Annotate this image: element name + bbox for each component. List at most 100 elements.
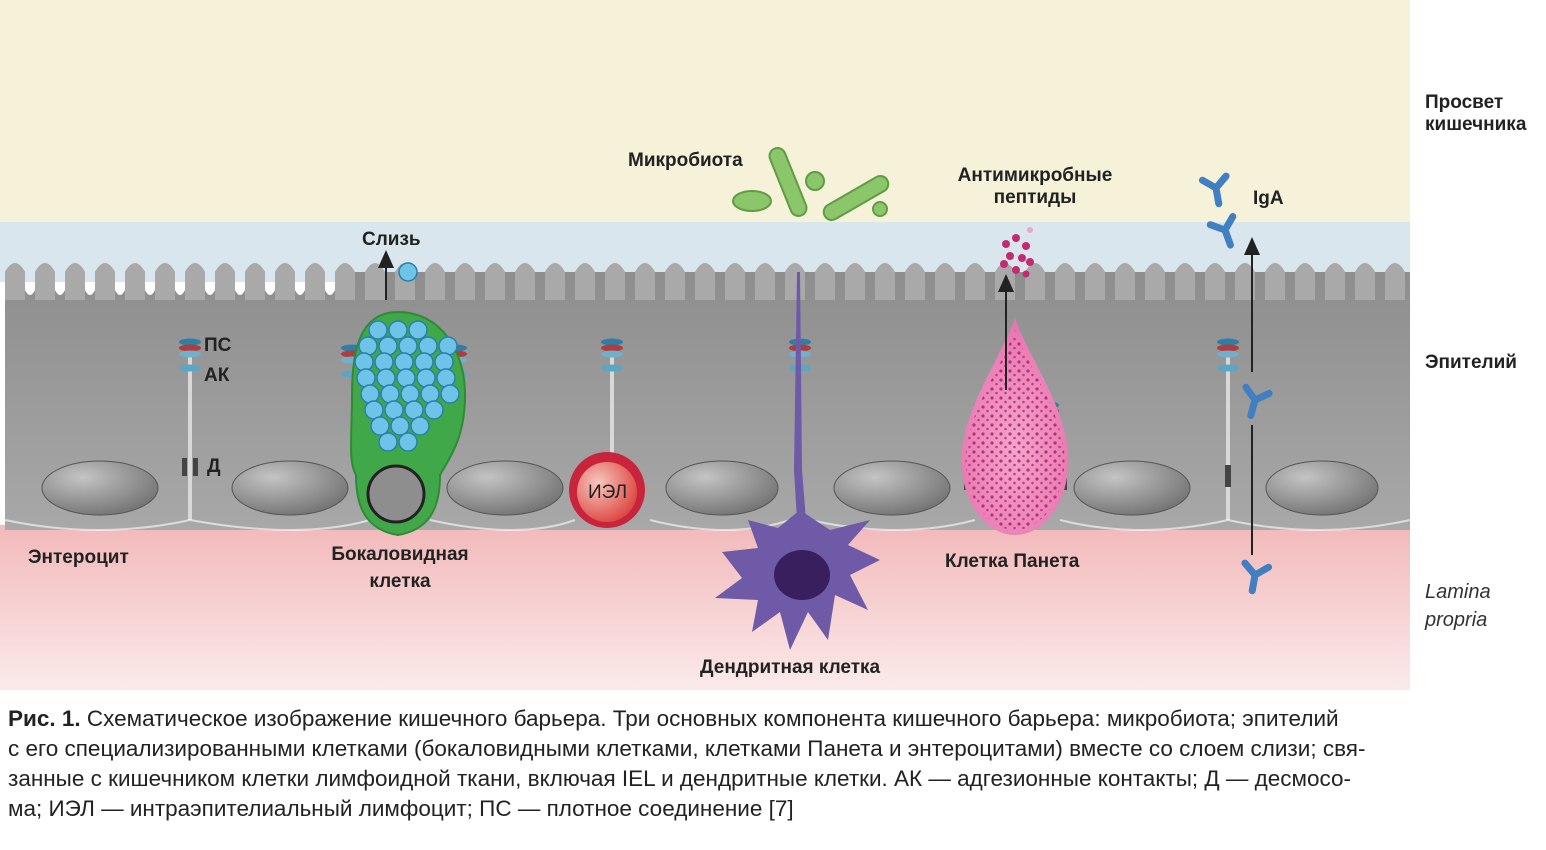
microvillus: [1355, 263, 1375, 300]
enterocyte-nucleus: [41, 460, 159, 516]
lamina-propria-layer: [0, 525, 1410, 690]
mucin-granule: [374, 352, 394, 372]
mucin-granule: [354, 352, 374, 372]
microvillus: [215, 263, 235, 300]
microvillus: [1265, 263, 1285, 300]
mucin-granule: [370, 416, 390, 436]
microvillus: [665, 263, 685, 300]
microvillus: [875, 263, 895, 300]
enterocyte-nucleus: [446, 460, 564, 516]
caption-line: с его специализированными клетками (бока…: [8, 736, 1366, 761]
label-paneth-cell: Клетка Панета: [945, 551, 1080, 572]
mucin-granule: [410, 416, 430, 436]
microvillus: [935, 263, 955, 300]
microvillus: [965, 263, 985, 300]
intestinal-barrier-diagram: [0, 0, 1411, 690]
mucin-granule: [398, 432, 418, 452]
microvillus: [485, 263, 505, 300]
microvillus: [845, 263, 865, 300]
microvillus: [35, 263, 55, 300]
microvillus: [155, 263, 175, 300]
mucin-granule: [376, 368, 396, 388]
label-epithelium: Эпителий: [1425, 352, 1517, 373]
mucus-granule: [398, 262, 418, 282]
label-goblet-cell: Бокаловидная клетка: [331, 544, 469, 592]
enterocyte-nucleus: [231, 460, 349, 516]
microvillus: [95, 263, 115, 300]
mucin-granule: [398, 336, 418, 356]
microvillus: [365, 263, 385, 300]
mucin-granule: [438, 336, 458, 356]
microbiota: [732, 147, 890, 221]
microvillus: [1115, 263, 1135, 300]
microvillus: [1235, 263, 1255, 300]
label-dendritic-cell: Дендритная клетка: [700, 657, 881, 678]
microvillus: [605, 263, 625, 300]
microvillus: [5, 263, 25, 300]
label-lumen: Просвет кишечника: [1425, 92, 1527, 135]
microvillus: [1295, 263, 1315, 300]
microvillus: [575, 263, 595, 300]
label-lamina-propria: Lamina propria: [1425, 581, 1491, 631]
junction-complex: [1217, 338, 1239, 372]
enterocyte-nucleus: [665, 460, 779, 516]
microvillus: [1325, 263, 1345, 300]
microvillus: [245, 263, 265, 300]
mucin-granule: [394, 352, 414, 372]
label-mucus: Слизь: [362, 229, 421, 250]
mucin-granule: [356, 368, 376, 388]
microvillus: [125, 263, 145, 300]
mucin-granule: [388, 320, 408, 340]
junction-complex: [601, 338, 623, 372]
mucin-granule: [434, 352, 454, 372]
label-microbiota: Микробиота: [628, 150, 743, 171]
microvillus: [1205, 263, 1225, 300]
label-antimicrobial-peptides: Антимикробные пептиды: [957, 165, 1113, 208]
caption-line: ма; ИЭЛ — интраэпителиальный лимфоцит; П…: [8, 796, 794, 821]
figure-caption: Рис. 1. Схематическое изображение кишечн…: [8, 704, 1538, 824]
microvillus: [425, 263, 445, 300]
microvillus: [1385, 263, 1405, 300]
microvillus: [305, 263, 325, 300]
mucin-granule: [378, 432, 398, 452]
label-enterocyte: Энтероцит: [28, 547, 129, 568]
goblet-cell: [350, 310, 467, 537]
microvillus: [635, 263, 655, 300]
mucin-granule: [424, 400, 444, 420]
microvillus: [275, 263, 295, 300]
microvillus: [335, 263, 355, 300]
caption-line: занные с кишечником клетки лимфоидной тк…: [8, 766, 1352, 791]
microvillus: [545, 263, 565, 300]
antimicrobial-peptides: [1000, 227, 1034, 278]
label-tight-junction: ПС: [204, 335, 232, 356]
microvillus: [455, 263, 475, 300]
mucin-granule: [390, 416, 410, 436]
mucin-granule: [416, 368, 436, 388]
microvillus: [1175, 263, 1195, 300]
mucin-granule: [358, 336, 378, 356]
junction-complex: [179, 338, 201, 372]
microvillus: [515, 263, 535, 300]
mucin-granule: [418, 336, 438, 356]
mucin-granule: [378, 336, 398, 356]
microvillus: [1085, 263, 1105, 300]
microvillus: [785, 263, 805, 300]
mucin-granule: [360, 384, 380, 404]
microvillus: [755, 263, 775, 300]
iel-cell: [569, 452, 645, 528]
label-iga: IgA: [1253, 188, 1284, 209]
enterocyte-nucleus: [1073, 460, 1191, 516]
mucin-granule: [396, 368, 416, 388]
mucin-granule: [414, 352, 434, 372]
mucin-granule: [436, 368, 456, 388]
microvillus: [725, 263, 745, 300]
label-adherens-junction: АК: [204, 365, 230, 386]
dendritic-cell: [715, 272, 880, 650]
microvillus: [815, 263, 835, 300]
enterocyte-nucleus: [1265, 460, 1379, 516]
caption-prefix: Рис. 1.: [8, 706, 81, 731]
mucin-granule: [408, 320, 428, 340]
enterocyte-nucleus: [833, 460, 951, 516]
microvillus: [1025, 263, 1045, 300]
label-iel: ИЭЛ: [588, 482, 628, 503]
